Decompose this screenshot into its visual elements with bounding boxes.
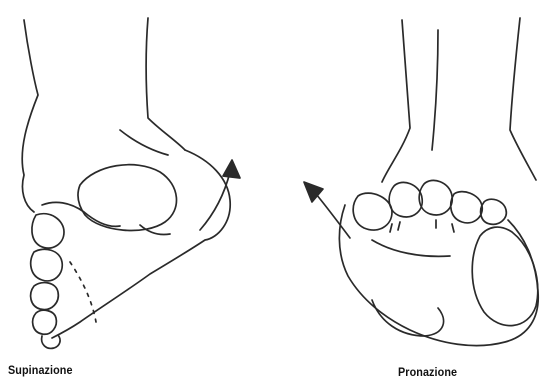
- supination-arrow-shaft: [200, 172, 230, 230]
- right-leg-inner-line: [432, 30, 438, 150]
- right-toe-second: [389, 182, 422, 216]
- pronation-caption: Pronazione: [398, 365, 457, 379]
- right-toe-third: [419, 180, 452, 214]
- right-toe-fourth: [451, 192, 483, 223]
- left-instep-lines: [120, 130, 170, 235]
- pronated-foot-drawing: [304, 18, 538, 346]
- right-arch-bulge: [372, 300, 444, 336]
- left-toe-fourth: [33, 310, 57, 334]
- left-leg-outline-right: [146, 18, 185, 150]
- right-toe-fifth: [481, 199, 507, 224]
- supination-arrow-head: [223, 160, 240, 178]
- right-leg-outline-right: [510, 18, 536, 180]
- left-toe-fifth: [42, 335, 60, 348]
- left-toe-third: [31, 283, 59, 310]
- supination-caption: Supinazione: [8, 363, 73, 377]
- right-sole-crease: [372, 240, 450, 256]
- right-toe-ticks: [390, 220, 454, 232]
- left-toe-big: [32, 214, 64, 248]
- right-leg-outline-left: [382, 20, 410, 182]
- right-heel-bulge: [472, 227, 537, 326]
- left-leg-outline-left: [22, 20, 38, 212]
- left-heel-bulge: [78, 165, 177, 231]
- left-foot-crease: [42, 202, 120, 226]
- supinated-foot-drawing: [22, 18, 240, 348]
- left-toe-second: [31, 249, 63, 281]
- pronation-arrow-shaft: [316, 194, 350, 238]
- right-foot-outline: [339, 205, 538, 346]
- left-foot-sole-outline: [52, 150, 230, 338]
- right-toe-big: [353, 193, 392, 230]
